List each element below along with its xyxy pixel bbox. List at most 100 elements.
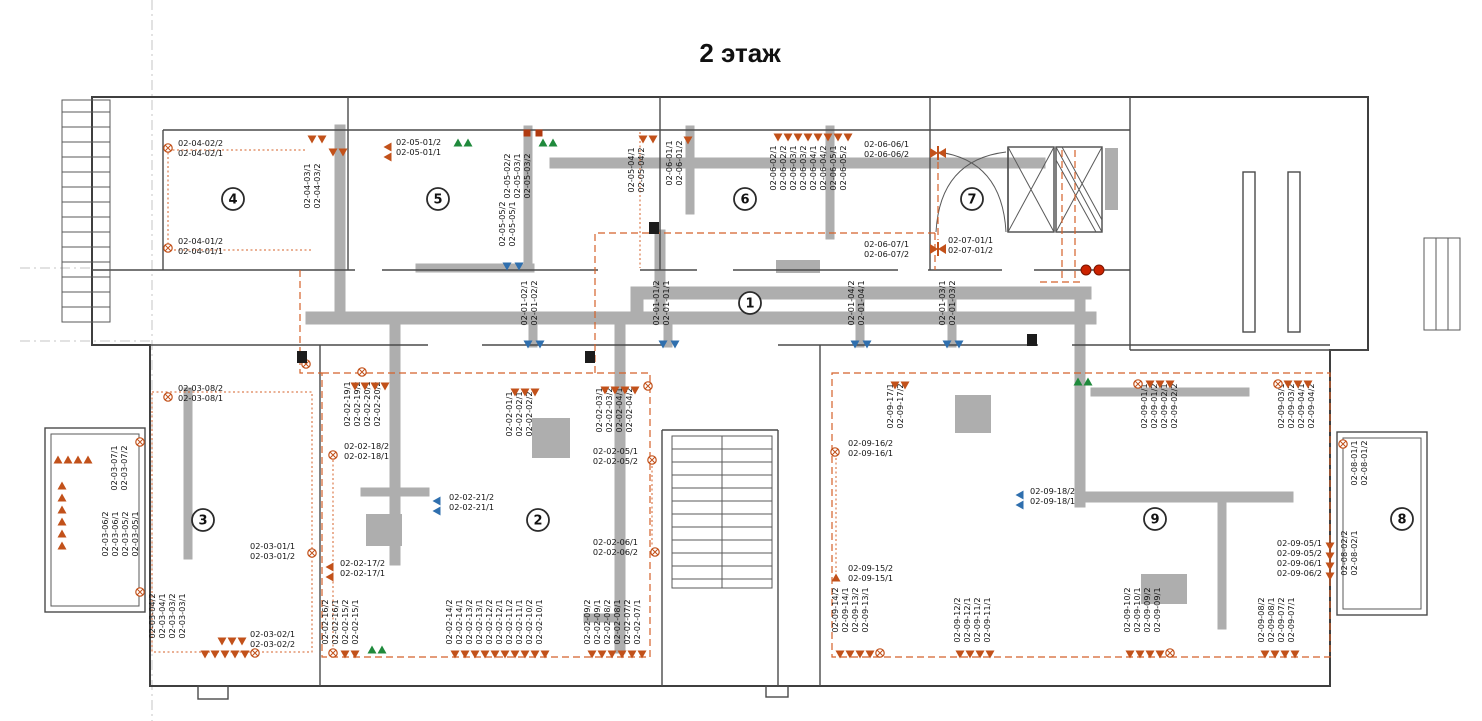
system-routes [151, 132, 1331, 658]
damper-icon [535, 129, 543, 137]
exhaust-grille-icon [380, 382, 390, 391]
room-number-label: 8 [1397, 513, 1406, 528]
exhaust-grille-icon [230, 650, 240, 659]
equipment-label: 02-02-19/2 [352, 381, 362, 426]
wall-penetration-icon [250, 648, 260, 658]
equipment-label: 02-05-04/2 [636, 147, 646, 192]
equipment-label: 02-09-03/1 [1276, 383, 1286, 428]
equipment-label: 02-03-01/1 [250, 541, 295, 551]
exhaust-grille-icon [325, 572, 334, 582]
route-room3 [151, 391, 313, 653]
exhaust-grille-icon [617, 650, 627, 659]
exhaust-grille-icon [793, 133, 803, 142]
pilaster [1242, 171, 1256, 333]
inner-top-wall [162, 129, 1130, 270]
wall-penetration-icon [1338, 439, 1348, 449]
equipment-label: 02-02-08/1 [612, 599, 622, 644]
equipment-label: 02-06-01/1 [664, 140, 674, 185]
equipment-label: 02-02-07/2 [622, 599, 632, 644]
route-elevator [937, 150, 1080, 283]
equipment-label: 02-06-02/2 [778, 145, 788, 190]
axis-grid [20, 0, 153, 721]
equipment-label: 02-05-01/1 [396, 147, 441, 157]
equipment-label: 02-09-11/2 [972, 597, 982, 642]
exhaust-grille-icon [53, 455, 63, 464]
exhaust-grille-icon [57, 517, 67, 526]
equipment-label: 02-02-09/2 [582, 599, 592, 644]
exhaust-grille-icon [220, 650, 230, 659]
exhaust-grille-icon [57, 529, 67, 538]
equipment-label: 02-09-12/1 [962, 597, 972, 642]
equipment-label: 02-09-15/2 [848, 563, 893, 573]
equipment-label: 02-03-02/1 [250, 629, 295, 639]
exhaust-grille-icon [1155, 380, 1165, 389]
exhaust-grille-icon [630, 386, 640, 395]
equipment-label: 02-03-01/2 [250, 551, 295, 561]
exhaust-grille-icon [217, 637, 227, 646]
equipment-block [776, 260, 820, 273]
equipment-label: 02-09-05/2 [1277, 548, 1322, 558]
room-number-label: 9 [1150, 513, 1159, 528]
equipment-label: 02-09-04/1 [1296, 383, 1306, 428]
equipment-label: 02-03-07/1 [109, 445, 119, 490]
equipment-label: 02-09-15/1 [848, 573, 893, 583]
exhaust-grille-icon [813, 133, 823, 142]
exhaust-grille-icon [237, 637, 247, 646]
equipment-label: 02-06-07/2 [864, 249, 909, 259]
exhaust-grille-icon [1293, 380, 1303, 389]
exhaust-grille-icon [317, 135, 327, 144]
left-balcony [44, 427, 146, 613]
equipment-label: 02-02-10/1 [534, 599, 544, 644]
equipment-label: 02-03-06/1 [110, 511, 120, 556]
exhaust-grille-icon [637, 650, 647, 659]
equipment-label: 02-09-01/1 [1139, 383, 1149, 428]
equipment-label: 02-02-17/2 [340, 558, 385, 568]
wall-penetration-icon [163, 143, 173, 153]
exhaust-grille-icon [350, 382, 360, 391]
exhaust-grille-icon [1165, 380, 1175, 389]
equipment-label: 02-05-02/2 [502, 153, 512, 198]
elevator-shafts [935, 146, 1103, 233]
equipment-label: 02-09-14/2 [830, 587, 840, 632]
exhaust-grille-icon [210, 650, 220, 659]
exhaust-grille-icon [383, 142, 392, 152]
equipment-label: 02-01-04/1 [856, 280, 866, 325]
building-walls [91, 96, 1369, 687]
room-number-badge [191, 508, 215, 532]
supply-grille-icon [432, 506, 441, 516]
exhaust-grille-icon [340, 650, 350, 659]
exhaust-grille-icon [833, 133, 843, 142]
exhaust-grille-icon [900, 381, 910, 390]
equipment-label: 02-01-01/2 [651, 280, 661, 325]
supply-grille-icon [670, 340, 680, 349]
wall-penetration-icon [1165, 648, 1175, 658]
equipment-label: 02-09-10/1 [1132, 587, 1142, 632]
equipment-label: 02-02-10/2 [524, 599, 534, 644]
exhaust-grille-icon [1325, 542, 1335, 551]
exhaust-grille-icon [648, 135, 658, 144]
exhaust-grille-icon [823, 133, 833, 142]
equipment-label: 02-07-01/1 [948, 235, 993, 245]
equipment-label: 02-09-10/2 [1122, 587, 1132, 632]
equipment-label: 02-02-09/1 [592, 599, 602, 644]
wall-penetration-icon [830, 447, 840, 457]
supply-grille-icon [535, 340, 545, 349]
exhaust-grille-icon [1260, 650, 1270, 659]
equipment-label: 02-02-04/2 [624, 387, 634, 432]
exhaust-grille-icon [835, 650, 845, 659]
exhaust-grille-icon [855, 650, 865, 659]
equipment-label: 02-02-07/1 [632, 599, 642, 644]
equipment-label: 02-09-08/2 [1256, 597, 1266, 642]
supply-grille-icon [523, 340, 533, 349]
equipment-label: 02-02-20/2 [372, 381, 382, 426]
wall-penetration-icon [135, 587, 145, 597]
wall-penetration-icon [875, 648, 885, 658]
equipment-label: 02-05-04/1 [626, 147, 636, 192]
equipment-label: 02-09-18/2 [1030, 486, 1075, 496]
exhaust-grille-icon [620, 386, 630, 395]
exhaust-grille-icon [600, 386, 610, 395]
exhaust-grille-icon [227, 637, 237, 646]
equipment-label: 02-04-01/2 [178, 236, 223, 246]
equipment-label: 02-06-06/2 [864, 149, 909, 159]
equipment-label: 02-02-18/1 [344, 451, 389, 461]
